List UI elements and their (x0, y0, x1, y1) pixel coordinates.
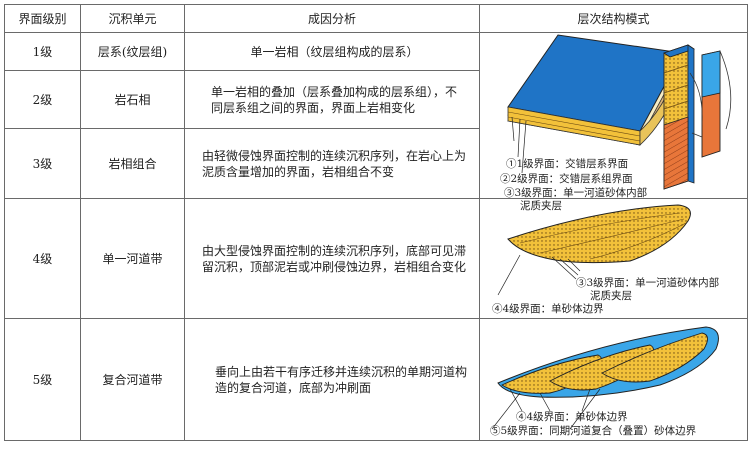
caption-d2-3: ④4级界面：单砂体边界 (492, 303, 604, 315)
caption-1: ①1级界面：交错层系界面 (506, 158, 629, 170)
analysis-cell: 垂向上由若干有序迁移并连续沉积的单期河道构造的复合河道，底部为冲刷面 (184, 318, 480, 441)
header-analysis: 成因分析 (184, 4, 480, 33)
unit-cell: 层系(纹层组) (80, 32, 185, 71)
diagram-composite-channel (491, 326, 719, 430)
diagram-cell-2: ③3级界面：单一河道砂体内部 泥质夹层 ④4级界面：单砂体边界 (479, 198, 748, 319)
level-cell: 3级 (4, 128, 81, 199)
caption-d2-2: 泥质夹层 (590, 290, 632, 302)
analysis-text: 单一岩相（纹层组构成的层系） (250, 44, 419, 59)
unit-cell: 岩相组合 (80, 128, 185, 199)
channel-3 (601, 332, 708, 383)
analysis-text: 垂向上由若干有序迁移并连续沉积的单期河道构造的复合河道，底部为冲刷面 (215, 364, 468, 395)
table-row: 2级 岩石相 单一岩相的叠加（层系叠加构成的层系组），不同层系组之间的界面，界面… (4, 70, 748, 129)
table-row: 5级 复合河道带 垂向上由若干有序迁移并连续沉积的单期河道构造的复合河道，底部为… (4, 318, 748, 441)
caption-2: ②2级界面：交错层系组界面 (500, 173, 633, 185)
hierarchy-table: 界面级别 沉积单元 成因分析 层次结构模式 1级 层系(纹层组) 单一岩相（纹层… (4, 4, 748, 441)
unit-cell: 复合河道带 (80, 318, 185, 441)
analysis-cell: 单一岩相（纹层组构成的层系） (184, 32, 480, 71)
analysis-cell: 由轻微侵蚀界面控制的连续沉积序列，在岩心上为泥质含量增加的界面，岩相组合不变 (184, 128, 480, 199)
channel-sandbody (507, 204, 691, 264)
analysis-cell: 由大型侵蚀界面控制的连续沉积序列，底部可见滞留沉积，顶部泥岩或冲刷侵蚀边界，岩相… (184, 198, 480, 319)
analysis-text: 由大型侵蚀界面控制的连续沉积序列，底部可见滞留沉积，顶部泥岩或冲刷侵蚀边界，岩相… (202, 243, 467, 274)
level-cell: 1级 (4, 32, 81, 71)
caption-d3-1: ④4级界面：单砂体边界 (516, 411, 628, 423)
header-row: 界面级别 沉积单元 成因分析 层次结构模式 (4, 4, 748, 33)
level-cell: 4级 (4, 198, 81, 319)
analysis-cell: 单一岩相的叠加（层系叠加构成的层系组），不同层系组之间的界面，界面上岩相变化 (184, 70, 480, 129)
table-row: 4级 单一河道带 由大型侵蚀界面控制的连续沉积序列，底部可见滞留沉积，顶部泥岩或… (4, 198, 748, 319)
table-row: 1级 层系(纹层组) 单一岩相（纹层组构成的层系） (4, 32, 748, 212)
analysis-text: 单一岩相的叠加（层系叠加构成的层系组），不同层系组之间的界面，界面上岩相变化 (211, 84, 458, 115)
level-cell: 5级 (4, 318, 81, 441)
caption-d3-2: ⑤5级界面：同期河道复合（叠置）砂体边界 (490, 425, 697, 437)
diagram-cell-1: ①1级界面：交错层系界面 ②2级界面：交错层系组界面 ③3级界面：单一河道砂体内… (479, 32, 748, 212)
analysis-text: 由轻微侵蚀界面控制的连续沉积序列，在岩心上为泥质含量增加的界面，岩相组合不变 (202, 148, 467, 179)
header-pattern: 层次结构模式 (479, 4, 748, 33)
unit-cell: 单一河道带 (80, 198, 185, 319)
caption-3: ③3级界面：单一河道砂体内部 (504, 187, 648, 199)
caption-d2-1: ③3级界面：单一河道砂体内部 (576, 277, 720, 289)
table-row: 3级 岩相组合 由轻微侵蚀界面控制的连续沉积序列，在岩心上为泥质含量增加的界面，… (4, 128, 748, 199)
diagram-cell-3: ④4级界面：单砂体边界 ⑤5级界面：同期河道复合（叠置）砂体边界 (479, 318, 748, 441)
diagram-single-channel (497, 204, 691, 296)
level-cell: 2级 (4, 70, 81, 129)
diagram-layered-beds (507, 34, 732, 190)
header-unit: 沉积单元 (80, 4, 185, 33)
unit-cell: 岩石相 (80, 70, 185, 129)
header-level: 界面级别 (4, 4, 81, 33)
